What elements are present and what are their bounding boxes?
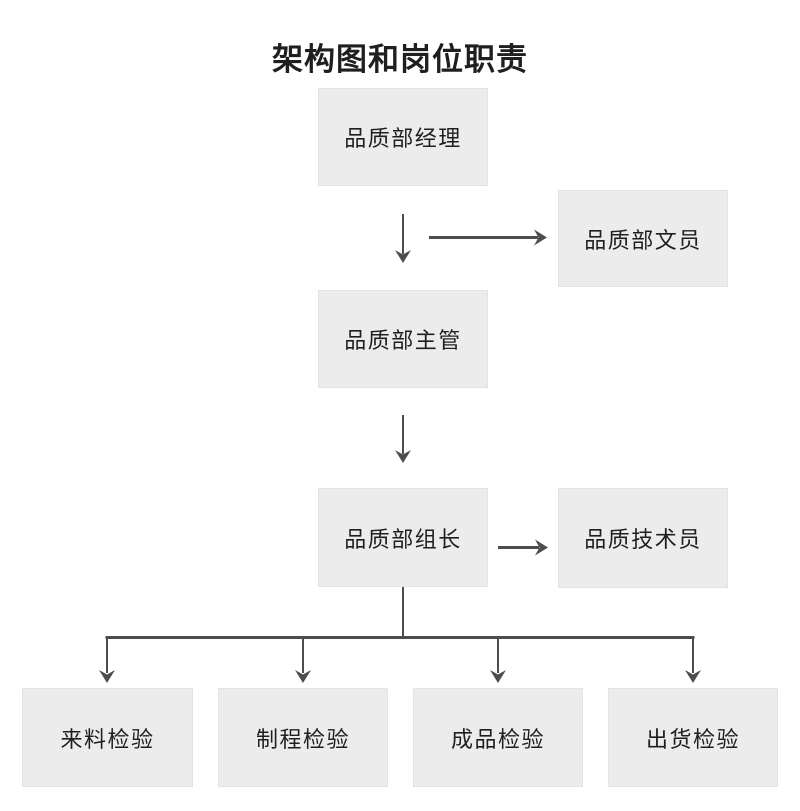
connector-supervisor-down-arrow xyxy=(395,415,411,463)
node-quality-clerk: 品质部文员 xyxy=(558,190,728,287)
connector-branch-arrow-fqc xyxy=(490,637,506,683)
node-incoming-inspection-label: 来料检验 xyxy=(60,726,155,752)
node-process-inspection: 制程检验 xyxy=(218,688,388,787)
node-outgoing-inspection-label: 出货检验 xyxy=(645,726,740,752)
connector-branch-arrow-iqc xyxy=(99,637,115,683)
connector-manager-to-clerk-arrow xyxy=(429,229,547,246)
node-quality-supervisor: 品质部主管 xyxy=(318,290,488,388)
node-quality-manager-label: 品质部经理 xyxy=(344,126,462,151)
node-quality-manager: 品质部经理 xyxy=(318,88,488,186)
node-quality-technician-label: 品质技术员 xyxy=(584,527,702,552)
node-incoming-inspection: 来料检验 xyxy=(22,688,193,787)
connector-manager-down-arrow xyxy=(395,214,411,263)
node-quality-team-leader: 品质部组长 xyxy=(318,488,488,587)
node-process-inspection-label: 制程检验 xyxy=(255,726,350,752)
connector-branch-arrow-ipqc xyxy=(295,637,311,683)
node-quality-clerk-label: 品质部文员 xyxy=(584,227,702,253)
node-quality-team-leader-label: 品质部组长 xyxy=(344,526,462,552)
connector-branch-arrow-oqc xyxy=(685,637,701,683)
node-quality-supervisor-label: 品质部主管 xyxy=(344,328,462,353)
node-outgoing-inspection: 出货检验 xyxy=(608,688,778,787)
node-finished-goods-inspection: 成品检验 xyxy=(413,688,583,787)
connector-leader-to-technician-arrow xyxy=(498,539,548,556)
node-finished-goods-inspection-label: 成品检验 xyxy=(450,726,545,752)
diagram-title: 架构图和岗位职责 xyxy=(272,42,528,77)
node-quality-technician: 品质技术员 xyxy=(558,488,728,588)
